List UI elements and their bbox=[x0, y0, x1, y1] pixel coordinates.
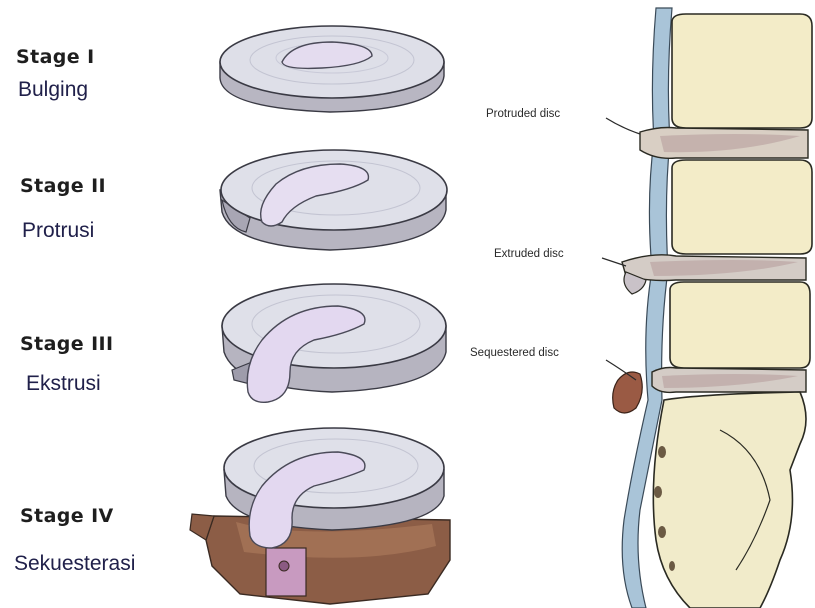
label-sequestered-disc: Sequestered disc bbox=[470, 347, 559, 359]
disc-stage-2 bbox=[220, 150, 447, 250]
disc-stage-1 bbox=[220, 26, 444, 112]
disc-stage-3 bbox=[222, 284, 446, 402]
spine-section bbox=[602, 8, 812, 608]
label-protruded-disc: Protruded disc bbox=[486, 108, 560, 120]
label-extruded-disc: Extruded disc bbox=[494, 248, 564, 260]
disc-stage-4 bbox=[190, 428, 450, 604]
